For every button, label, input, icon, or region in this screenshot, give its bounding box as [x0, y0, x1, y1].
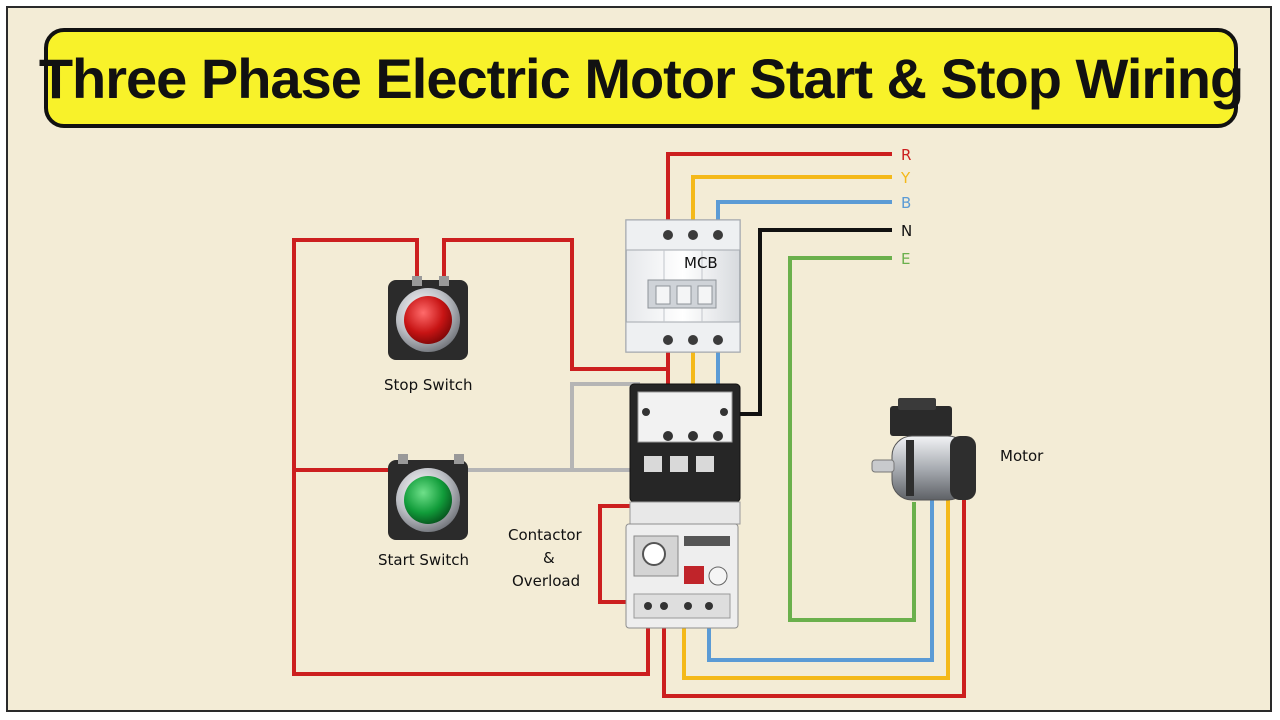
wire-e-supply	[788, 256, 916, 622]
diagram-title: Three Phase Electric Motor Start & Stop …	[38, 46, 1244, 110]
contactor-ampersand: &	[543, 549, 555, 567]
wire-aux-upper	[570, 382, 640, 470]
overload-label: Overload	[512, 572, 580, 590]
title-banner: Three Phase Electric Motor Start & Stop …	[39, 28, 1244, 128]
contactor	[629, 383, 741, 525]
phase-label-n: N	[901, 222, 912, 240]
motor-label: Motor	[1000, 447, 1044, 465]
control-wires	[292, 238, 668, 676]
phase-label-b: B	[901, 194, 911, 212]
wire-r-supply	[666, 152, 892, 241]
mcb-breaker	[625, 219, 741, 353]
contactor-label: Contactor	[508, 526, 583, 544]
stop-switch-label: Stop Switch	[384, 376, 472, 394]
phase-label-y: Y	[900, 169, 911, 187]
wire-stop-right	[442, 238, 668, 371]
start-switch-label: Start Switch	[378, 551, 469, 569]
mcb-label: MCB	[684, 254, 718, 272]
wiring-diagram: R Y B N E MCB Stop Switch Start Switch C…	[292, 146, 1044, 698]
motor	[871, 398, 976, 501]
phase-label-e: E	[901, 250, 910, 268]
wire-b-motor	[707, 500, 934, 662]
diagram-frame: Three Phase Electric Motor Start & Stop …	[6, 6, 1272, 712]
phase-labels: R Y B N E	[900, 146, 912, 268]
wire-y-motor	[682, 498, 950, 680]
motor-wires	[662, 494, 966, 698]
start-pushbutton	[388, 454, 468, 540]
wire-b-supply	[716, 200, 892, 241]
wire-overload-loop	[598, 504, 634, 604]
wire-r-motor	[662, 494, 966, 698]
wire-stop-left	[292, 238, 650, 676]
overload-relay	[625, 523, 739, 629]
wire-n-supply	[728, 228, 892, 416]
phase-label-r: R	[901, 146, 911, 164]
stop-pushbutton	[388, 276, 468, 360]
